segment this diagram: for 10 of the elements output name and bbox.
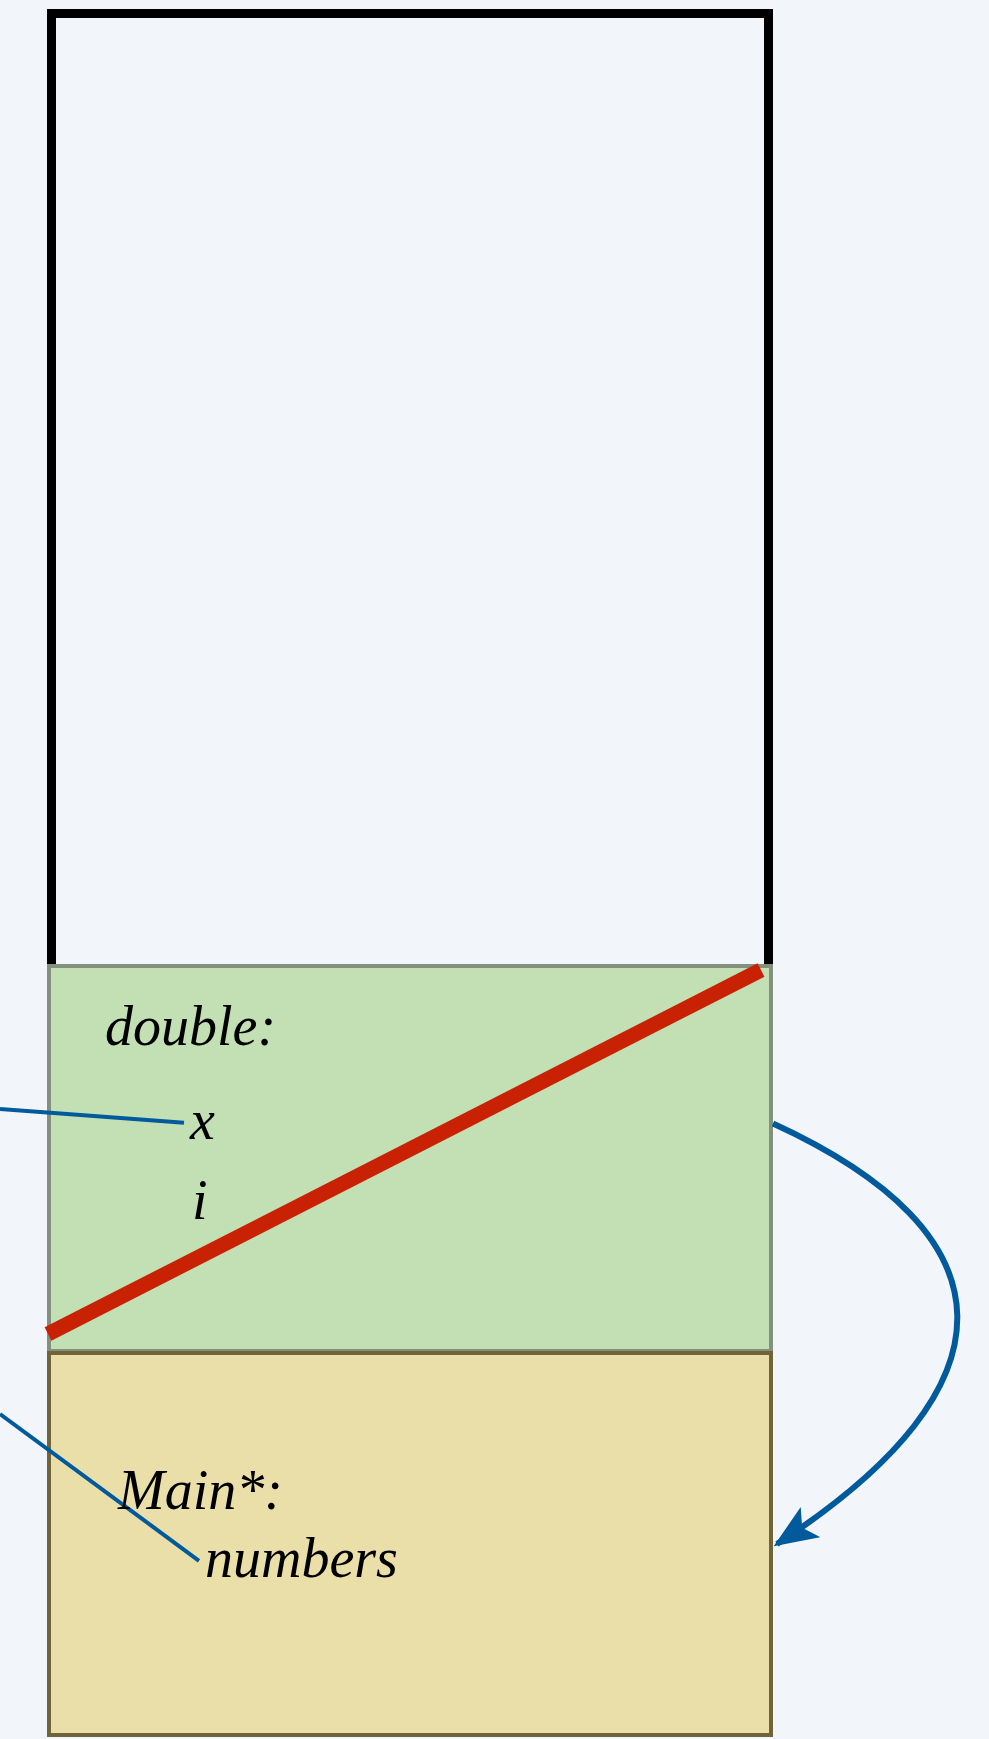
stack-box bbox=[47, 9, 773, 1737]
frame-label: Main*: bbox=[118, 1462, 283, 1518]
variable-name: x bbox=[190, 1092, 215, 1148]
frame-label: double: bbox=[105, 998, 277, 1054]
leader-line bbox=[0, 1412, 201, 1563]
leader-line bbox=[0, 1107, 185, 1125]
variable-name: i bbox=[192, 1172, 208, 1228]
variable-name: numbers bbox=[205, 1530, 398, 1586]
curved-arrow bbox=[771, 1120, 960, 1547]
stack-frame bbox=[47, 1351, 773, 1737]
